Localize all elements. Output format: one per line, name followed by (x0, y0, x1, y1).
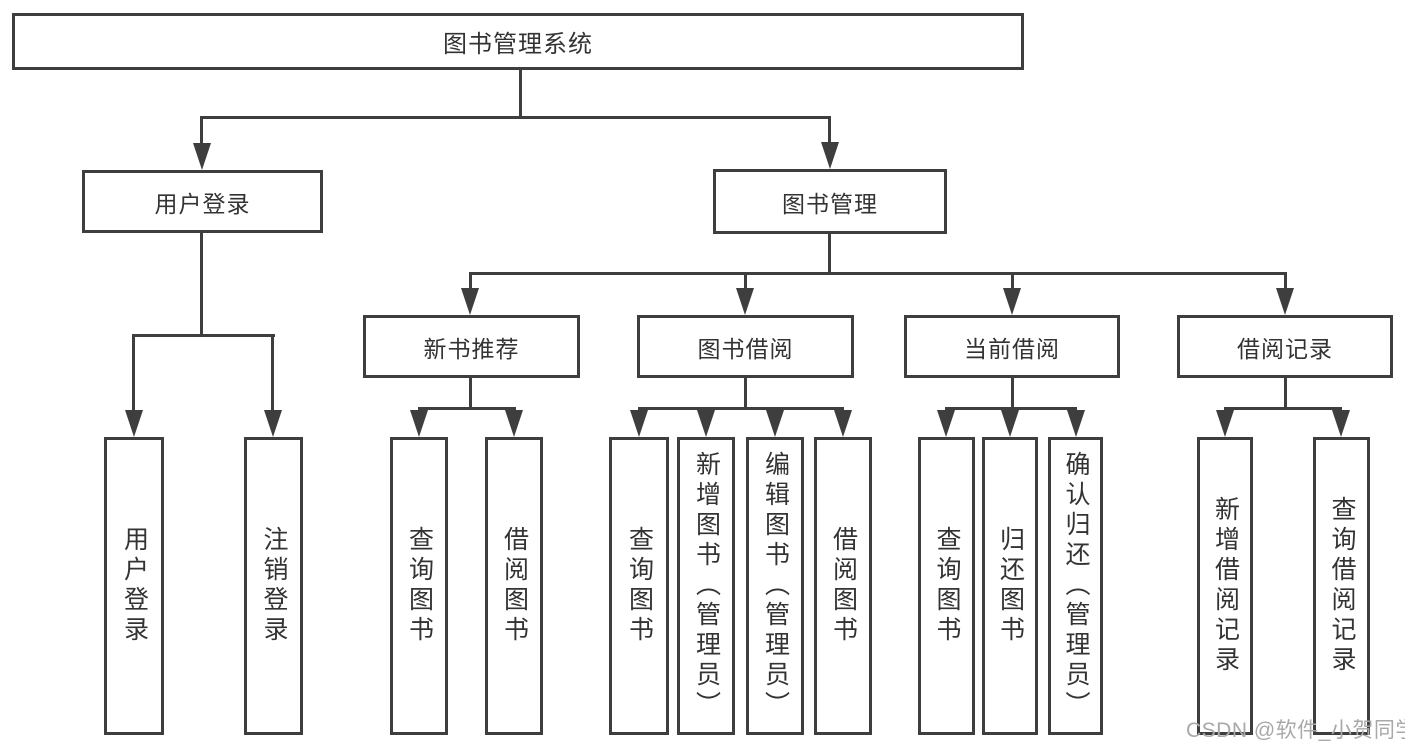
node-label: 确认归还（管理员） (1062, 451, 1090, 721)
arrowhead-down-icon (461, 288, 479, 315)
arrowhead-down-icon (125, 410, 143, 437)
arrowhead-down-icon (505, 410, 523, 437)
arrowhead-down-icon (1067, 410, 1085, 437)
node-current-borrowing: 当前借阅 (904, 315, 1120, 378)
connector-drop (1284, 272, 1287, 290)
arrowhead-down-icon (264, 410, 282, 437)
leaf-add-book-admin: 新增图书（管理员） (677, 437, 735, 735)
leaf-return-book: 归还图书 (982, 437, 1038, 735)
node-label: 新增借阅记录 (1211, 496, 1240, 676)
connector-level3-branch (469, 272, 1286, 275)
leaf-edit-book-admin: 编辑图书（管理员） (746, 437, 804, 735)
connector-stub (1284, 378, 1287, 409)
arrowhead-down-icon (193, 143, 211, 170)
node-user-login: 用户登录 (82, 170, 323, 233)
connector-branch (1224, 407, 1342, 410)
node-label: 注销登录 (260, 526, 288, 646)
connector-branch (418, 407, 516, 410)
arrowhead-down-icon (1332, 410, 1350, 437)
arrowhead-down-icon (1003, 288, 1021, 315)
connector-branch (945, 407, 1077, 410)
connector-stub (744, 378, 747, 409)
node-book-borrowing: 图书借阅 (637, 315, 854, 378)
node-label: 查询图书 (625, 526, 654, 646)
node-label: 用户登录 (120, 526, 149, 646)
leaf-add-borrow-record: 新增借阅记录 (1197, 437, 1253, 735)
arrowhead-down-icon (736, 288, 754, 315)
node-label: 编辑图书（管理员） (761, 451, 790, 721)
leaf-query-borrow-record: 查询借阅记录 (1313, 437, 1370, 735)
arrowhead-down-icon (834, 410, 852, 437)
arrowhead-down-icon (1001, 410, 1019, 437)
arrowhead-down-icon (697, 410, 715, 437)
node-label: 图书借阅 (697, 335, 794, 362)
connector-stub (1011, 378, 1014, 409)
leaf-borrow-book: 借阅图书 (814, 437, 872, 735)
leaf-query-book-recommend: 查询图书 (390, 437, 448, 735)
arrowhead-down-icon (821, 142, 839, 169)
node-label: 新书推荐 (423, 335, 520, 362)
connector-root-stub (519, 70, 522, 116)
node-label: 图书管理 (782, 190, 878, 217)
connector-drop (828, 116, 831, 145)
node-borrowing-records: 借阅记录 (1177, 315, 1393, 378)
node-label: 归还图书 (996, 526, 1025, 646)
node-label: 查询图书 (405, 526, 434, 646)
connector-drop (132, 334, 135, 412)
node-label: 查询图书 (933, 526, 961, 646)
arrowhead-down-icon (766, 410, 784, 437)
csdn-watermark: CSDN @软件_小贺同学 (1186, 719, 1405, 742)
arrowhead-down-icon (1276, 288, 1294, 315)
connector-drop (469, 272, 472, 290)
arrowhead-down-icon (1216, 410, 1234, 437)
connector-stub (828, 234, 831, 274)
node-label: 借阅记录 (1237, 335, 1333, 362)
connector-drop (200, 116, 203, 146)
node-label: 查询借阅记录 (1328, 496, 1356, 676)
node-label: 图书管理系统 (443, 31, 593, 58)
connector-stub (469, 378, 472, 409)
leaf-user-login: 用户登录 (104, 437, 164, 735)
node-label: 新增图书（管理员） (692, 451, 721, 721)
leaf-query-book-current: 查询图书 (918, 437, 975, 735)
connector-drop (271, 334, 274, 412)
node-book-management: 图书管理 (713, 169, 947, 234)
connector-drop (744, 272, 747, 290)
leaf-query-book-borrowing: 查询图书 (609, 437, 669, 735)
connector-branch (132, 334, 275, 337)
node-label: 借阅图书 (500, 526, 529, 646)
connector-branch (638, 407, 844, 410)
leaf-logout: 注销登录 (244, 437, 303, 735)
connector-stub (200, 233, 203, 335)
connector-drop (1011, 272, 1014, 290)
node-label: 当前借阅 (964, 335, 1060, 362)
leaf-borrow-book-recommend: 借阅图书 (485, 437, 543, 735)
node-new-book-recommendation: 新书推荐 (363, 315, 580, 378)
arrowhead-down-icon (630, 410, 648, 437)
node-library-system: 图书管理系统 (12, 13, 1024, 70)
node-label: 借阅图书 (829, 526, 858, 646)
node-label: 用户登录 (154, 190, 251, 217)
leaf-confirm-return-admin: 确认归还（管理员） (1048, 437, 1103, 735)
connector-level2-branch (200, 116, 831, 119)
arrowhead-down-icon (410, 410, 428, 437)
arrowhead-down-icon (937, 410, 955, 437)
